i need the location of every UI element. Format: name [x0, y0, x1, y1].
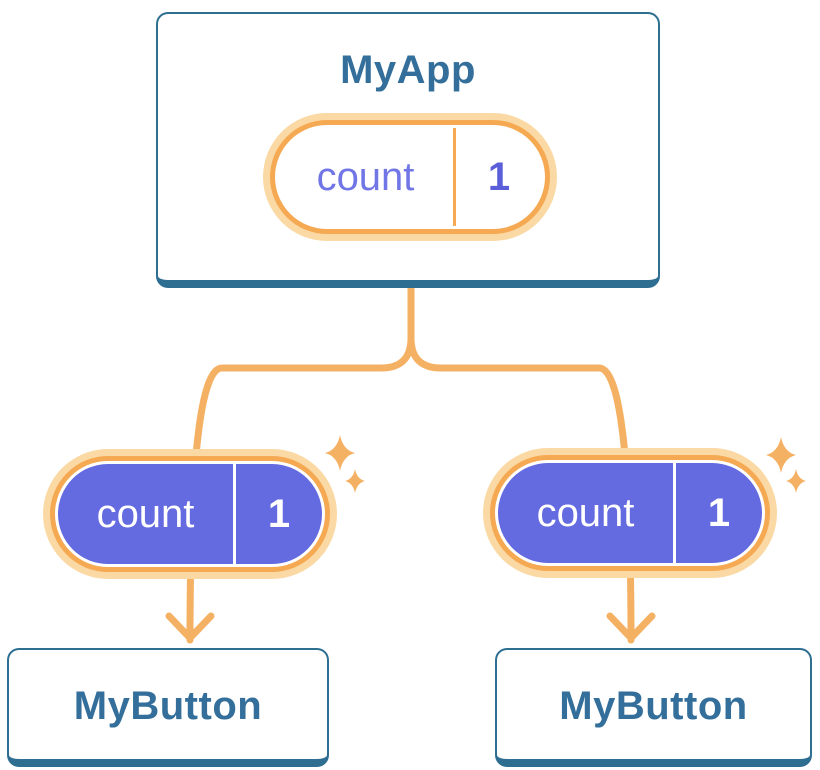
state-pill-value: 1	[487, 154, 511, 199]
state-pill-value: 1	[707, 490, 731, 535]
sparkle-icon	[325, 435, 365, 493]
state-pill-divider	[673, 463, 676, 563]
tree-branch-right	[407, 279, 635, 644]
root-component-card: MyApp	[156, 12, 660, 288]
state-pill-left: count 1	[58, 464, 322, 564]
state-pill-label: count	[96, 491, 195, 536]
state-pill-label: count	[316, 154, 415, 199]
state-pill-divider	[233, 464, 236, 564]
state-pill-divider	[453, 128, 456, 226]
state-pill-label: count	[536, 490, 635, 535]
arrow-down-icon	[165, 612, 215, 642]
arrow-down-icon	[606, 612, 656, 642]
child-component-card-left: MyButton	[7, 648, 329, 767]
state-pill-root: count 1	[278, 128, 542, 226]
state-pill-value: 1	[267, 491, 291, 536]
child-component-title: MyButton	[559, 683, 748, 728]
tree-branch-left	[186, 279, 415, 644]
root-component-title: MyApp	[340, 48, 476, 92]
child-component-title: MyButton	[73, 683, 263, 728]
child-component-card-right: MyButton	[495, 648, 812, 767]
state-pill-right: count 1	[498, 463, 762, 563]
sparkle-icon	[766, 437, 806, 493]
